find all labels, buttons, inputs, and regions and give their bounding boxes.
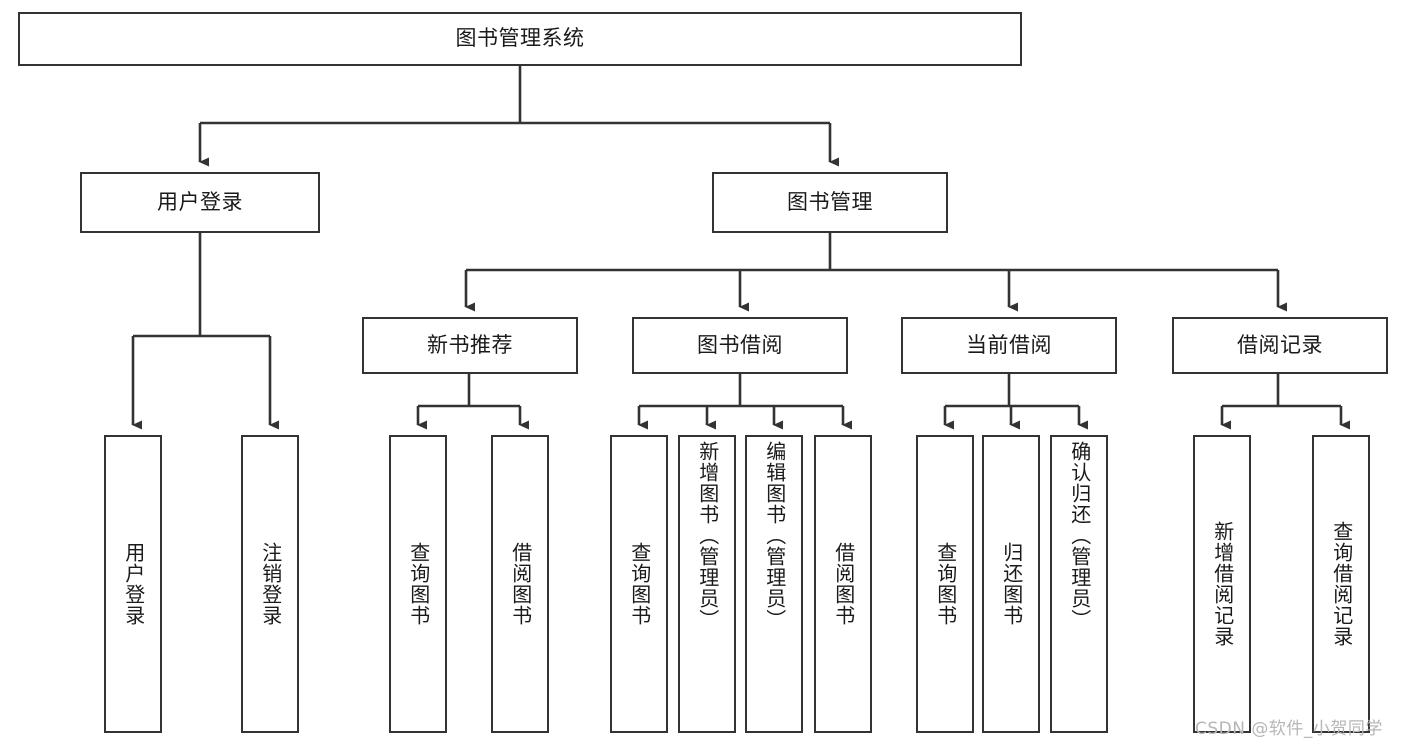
node-leaf-edit-book[interactable]: 编辑图书（管理员） (745, 435, 803, 733)
node-current-borrow-label: 当前借阅 (966, 332, 1052, 357)
node-leaf-add-record-label: 新增借阅记录 (1210, 521, 1235, 647)
node-leaf-query-book-2-label: 查询图书 (627, 542, 652, 626)
node-leaf-return-book-label: 归还图书 (999, 542, 1024, 626)
node-leaf-logout-login-label: 注销登录 (258, 542, 283, 626)
node-leaf-query-record-label: 查询借阅记录 (1329, 521, 1354, 647)
node-leaf-query-book-2[interactable]: 查询图书 (610, 435, 668, 733)
node-leaf-edit-book-label: 编辑图书（管理员） (762, 441, 787, 630)
node-book-borrow-label: 图书借阅 (697, 332, 783, 357)
node-leaf-confirm-return-label: 确认归还（管理员） (1067, 441, 1092, 630)
node-user-login-label: 用户登录 (157, 189, 243, 214)
node-leaf-borrow-book-2-label: 借阅图书 (831, 542, 856, 626)
csdn-watermark: CSDN @软件_小贺同学 (1195, 719, 1383, 739)
node-borrow-record[interactable]: 借阅记录 (1172, 317, 1388, 374)
node-leaf-user-login[interactable]: 用户登录 (104, 435, 162, 733)
node-leaf-query-book-3-label: 查询图书 (933, 542, 958, 626)
node-root-label: 图书管理系统 (455, 26, 585, 51)
node-new-book-recommend[interactable]: 新书推荐 (362, 317, 578, 374)
node-book-manage-label: 图书管理 (787, 189, 873, 214)
node-leaf-add-record[interactable]: 新增借阅记录 (1193, 435, 1251, 733)
node-user-login[interactable]: 用户登录 (80, 172, 320, 233)
node-leaf-query-book-3[interactable]: 查询图书 (916, 435, 974, 733)
node-current-borrow[interactable]: 当前借阅 (901, 317, 1117, 374)
node-leaf-borrow-book-2[interactable]: 借阅图书 (814, 435, 872, 733)
node-leaf-logout-login[interactable]: 注销登录 (241, 435, 299, 733)
node-new-book-recommend-label: 新书推荐 (427, 332, 513, 357)
node-leaf-borrow-book-1-label: 借阅图书 (508, 542, 533, 626)
node-leaf-return-book[interactable]: 归还图书 (982, 435, 1040, 733)
node-leaf-query-book-1[interactable]: 查询图书 (389, 435, 447, 733)
node-book-manage[interactable]: 图书管理 (712, 172, 948, 233)
node-leaf-query-book-1-label: 查询图书 (406, 542, 431, 626)
node-leaf-add-book-label: 新增图书（管理员） (695, 441, 720, 630)
node-book-borrow[interactable]: 图书借阅 (632, 317, 848, 374)
node-borrow-record-label: 借阅记录 (1237, 332, 1323, 357)
node-leaf-borrow-book-1[interactable]: 借阅图书 (491, 435, 549, 733)
node-leaf-add-book[interactable]: 新增图书（管理员） (678, 435, 736, 733)
node-leaf-query-record[interactable]: 查询借阅记录 (1312, 435, 1370, 733)
node-leaf-confirm-return[interactable]: 确认归还（管理员） (1050, 435, 1108, 733)
node-leaf-user-login-label: 用户登录 (121, 542, 146, 626)
node-root[interactable]: 图书管理系统 (18, 12, 1022, 66)
